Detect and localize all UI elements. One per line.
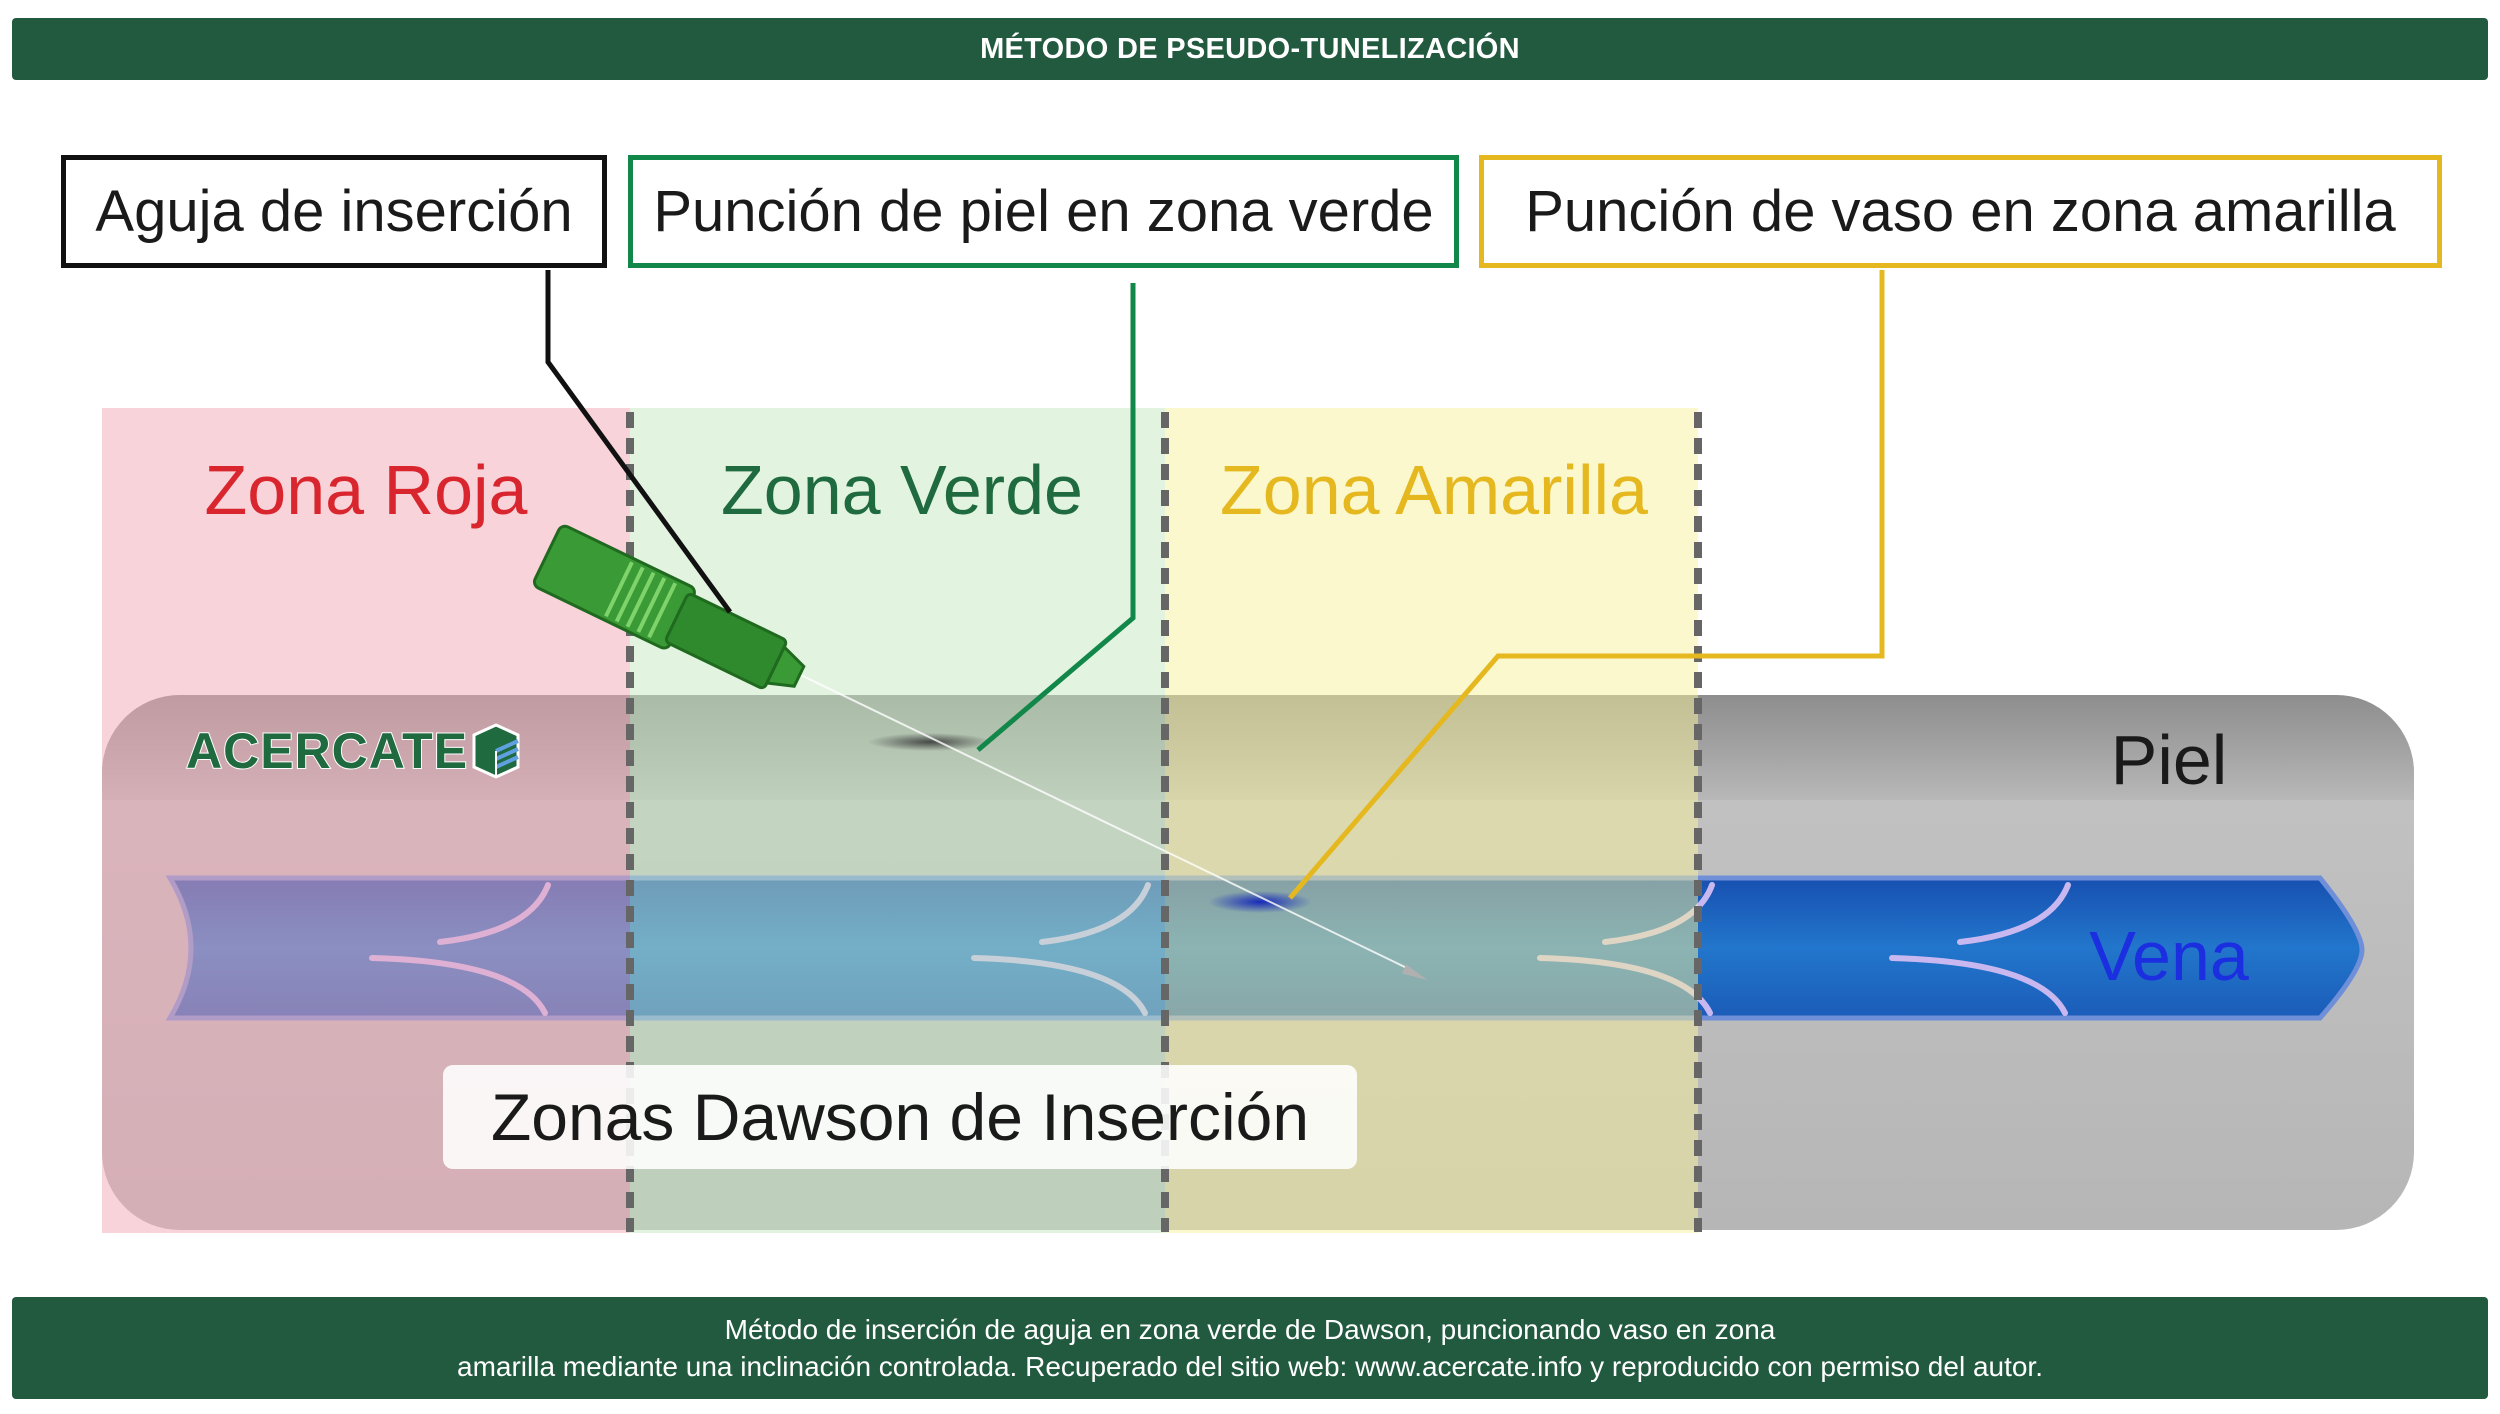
needle-callout: Aguja de inserción [61, 155, 607, 268]
acercate-logo: ACERCATE [185, 722, 520, 780]
skin-callout-leader [976, 283, 1136, 752]
needle-shaft [784, 666, 1417, 978]
dawson-zones-label-text: Zonas Dawson de Inserción [490, 1080, 1310, 1154]
needle-callout-leader [545, 270, 733, 614]
header-title: MÉTODO DE PSEUDO-TUNELIZACIÓN [980, 32, 1520, 65]
skin-label: Piel [2110, 721, 2228, 799]
vessel-puncture-callout-text: Punción de vaso en zona amarilla [1525, 179, 2396, 244]
dawson-zones-label: Zonas Dawson de Inserción [443, 1065, 1357, 1169]
footer-line-2: amarilla mediante una inclinación contro… [457, 1351, 2043, 1382]
skin-puncture-callout: Punción de piel en zona verde [628, 155, 1459, 268]
logo-text: ACERCATE [185, 722, 469, 780]
vessel-puncture-callout: Punción de vaso en zona amarilla [1479, 155, 2442, 268]
zone-yellow-label: Zona Amarilla [1220, 451, 1648, 529]
skin-puncture-callout-text: Punción de piel en zona verde [653, 179, 1434, 244]
header-banner: MÉTODO DE PSEUDO-TUNELIZACIÓN [12, 18, 2488, 80]
logo-cube-icon [472, 723, 520, 779]
needle [532, 524, 1428, 981]
footer-line-1: Método de inserción de aguja en zona ver… [724, 1314, 1776, 1345]
needle-callout-text: Aguja de inserción [95, 179, 573, 244]
vein-label: Vena [2089, 917, 2249, 995]
zone-green-label: Zona Verde [721, 451, 1083, 529]
zone-red-label: Zona Roja [204, 451, 528, 529]
needle-hub [532, 524, 806, 690]
footer-banner: Método de inserción de aguja en zona ver… [12, 1297, 2488, 1399]
vessel-callout-leader [1288, 270, 1885, 900]
